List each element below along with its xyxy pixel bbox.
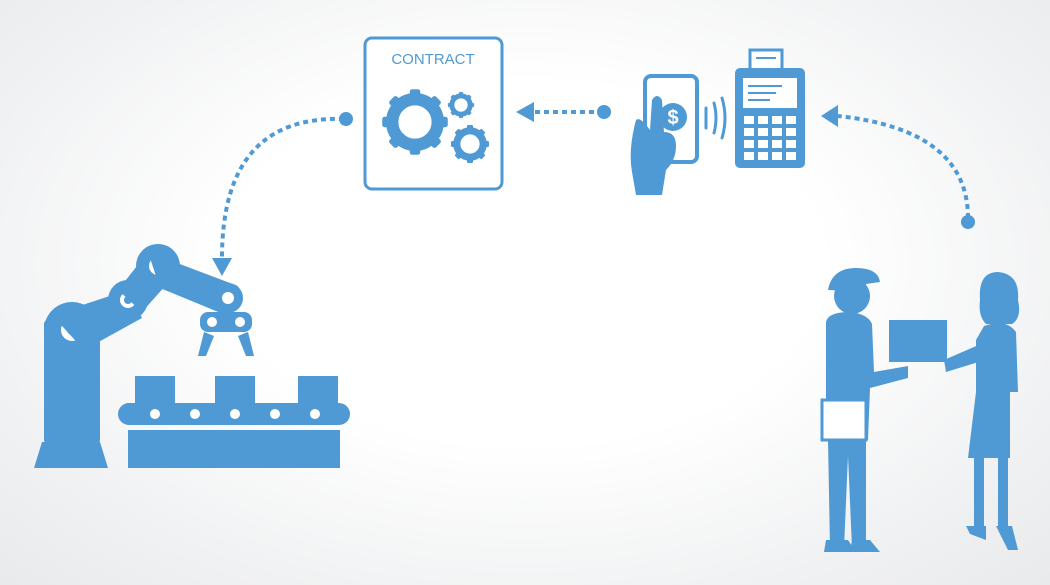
mobile-payment-icon: $ (630, 74, 699, 195)
arrow-start-dot (339, 112, 353, 126)
package-box-icon (889, 320, 947, 362)
contract-document-icon: CONTRACT (363, 36, 504, 191)
arrow-start-dot (597, 105, 611, 119)
robot-arm-icon (34, 244, 254, 468)
arrow-start-dot (961, 215, 975, 229)
payment-terminal-icon (735, 48, 805, 168)
svg-text:$: $ (667, 107, 678, 129)
delivery-man-icon (820, 268, 908, 552)
arrow-delivery-to-payment (837, 114, 970, 219)
arrow-head-icon (516, 102, 534, 122)
arrow-head-icon (212, 258, 232, 276)
arrow-head-icon (821, 105, 838, 127)
conveyor-belt-icon (118, 376, 350, 468)
arrow-contract-to-robot (220, 116, 345, 259)
customer-woman-icon (944, 272, 1020, 550)
contract-label: CONTRACT (391, 51, 474, 68)
nfc-waves-icon (704, 96, 727, 140)
